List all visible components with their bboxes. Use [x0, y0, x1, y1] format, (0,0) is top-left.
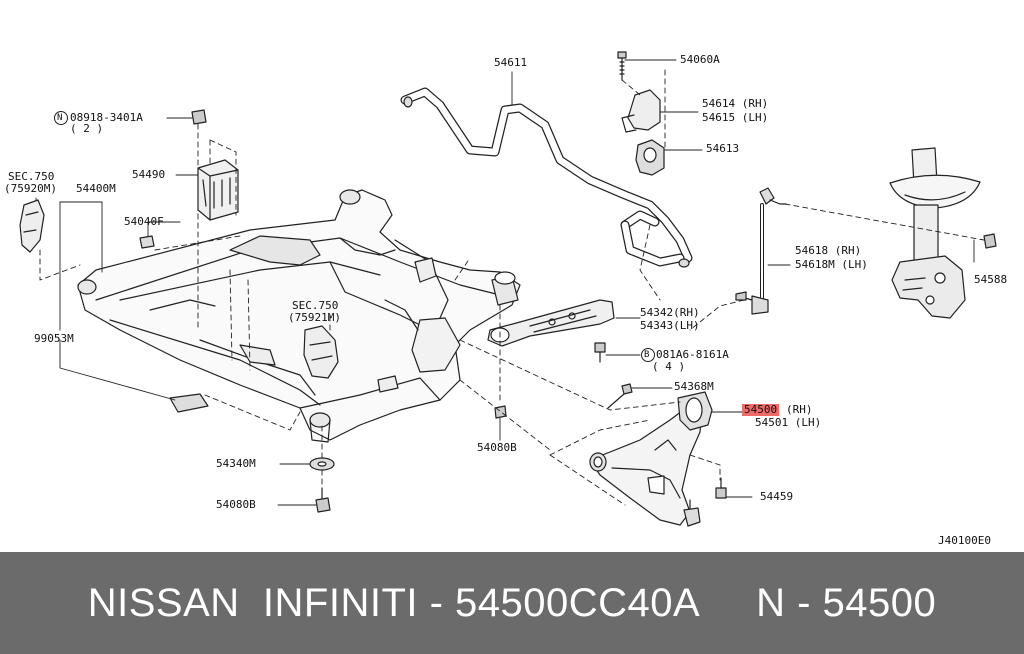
diagram-drawing: [19, 51, 997, 527]
label-54501: 54501 (LH): [755, 416, 822, 429]
label-54040f: 54040F: [124, 215, 164, 228]
label-sec750-b: SEC.750: [292, 299, 339, 312]
label-08918-qty: ( 2 ): [70, 122, 104, 135]
label-99053m: 99053M: [34, 332, 74, 345]
label-54611: 54611: [494, 56, 528, 69]
parts-diagram: N B 54611 54060A 54614 (RH) 54615 (LH) 5…: [4, 51, 1008, 547]
small-fasteners: [139, 109, 507, 513]
label-54490: 54490: [132, 168, 166, 181]
bracket-75920m: [19, 199, 45, 253]
label-sec750-a: SEC.750: [8, 170, 55, 183]
front-subframe: [77, 189, 521, 443]
circled-markers: [54, 111, 655, 362]
label-08918-3401a: 08918-3401A: [70, 111, 143, 124]
stabilizer-clamp-parts: [617, 51, 665, 176]
label-54613: 54613: [706, 142, 740, 155]
label-54342: 54342(RH): [640, 306, 700, 319]
label-75920m: (75920M): [4, 182, 57, 195]
label-54618m: 54618M (LH): [795, 258, 868, 271]
part-number-banner: NISSAN INFINITI - 54500CC40A N - 54500: [0, 552, 1024, 654]
leader-lines: [35, 59, 975, 506]
label-54500-side: (RH): [786, 403, 813, 416]
label-54400m: 54400M: [76, 182, 116, 195]
label-54459: 54459: [760, 490, 794, 503]
alignment-dashes: [39, 69, 985, 506]
circled-n-marker: N: [57, 113, 63, 123]
label-081a6-8161a: 081A6-8161A: [656, 348, 729, 361]
label-75921m: (75921M): [288, 311, 341, 324]
label-54080b-lower: 54080B: [216, 498, 256, 511]
label-54500-highlighted: 54500: [742, 403, 780, 416]
label-54343: 54343(LH): [640, 319, 700, 332]
label-54618: 54618 (RH): [795, 244, 862, 257]
strut-assembly: [889, 147, 997, 319]
label-54588: 54588: [974, 273, 1008, 286]
lower-arm-54500: [589, 383, 727, 527]
bracket-75921m: [303, 325, 339, 379]
label-081a6-qty: ( 4 ): [652, 360, 686, 373]
diagram-reference-code: J40100E0: [938, 534, 991, 547]
label-54614: 54614 (RH): [702, 97, 769, 110]
circled-b-marker: B: [644, 350, 650, 360]
part-number-text: NISSAN INFINITI - 54500CC40A N - 54500: [87, 580, 937, 625]
label-54615: 54615 (LH): [702, 111, 769, 124]
stabilizer-link-54618: [735, 187, 787, 315]
label-54368m: 54368M: [674, 380, 714, 393]
label-54060a: 54060A: [680, 53, 720, 66]
label-54340m: 54340M: [216, 457, 256, 470]
label-54080b-upper: 54080B: [477, 441, 517, 454]
stabilizer-bar-54611: [400, 87, 693, 268]
